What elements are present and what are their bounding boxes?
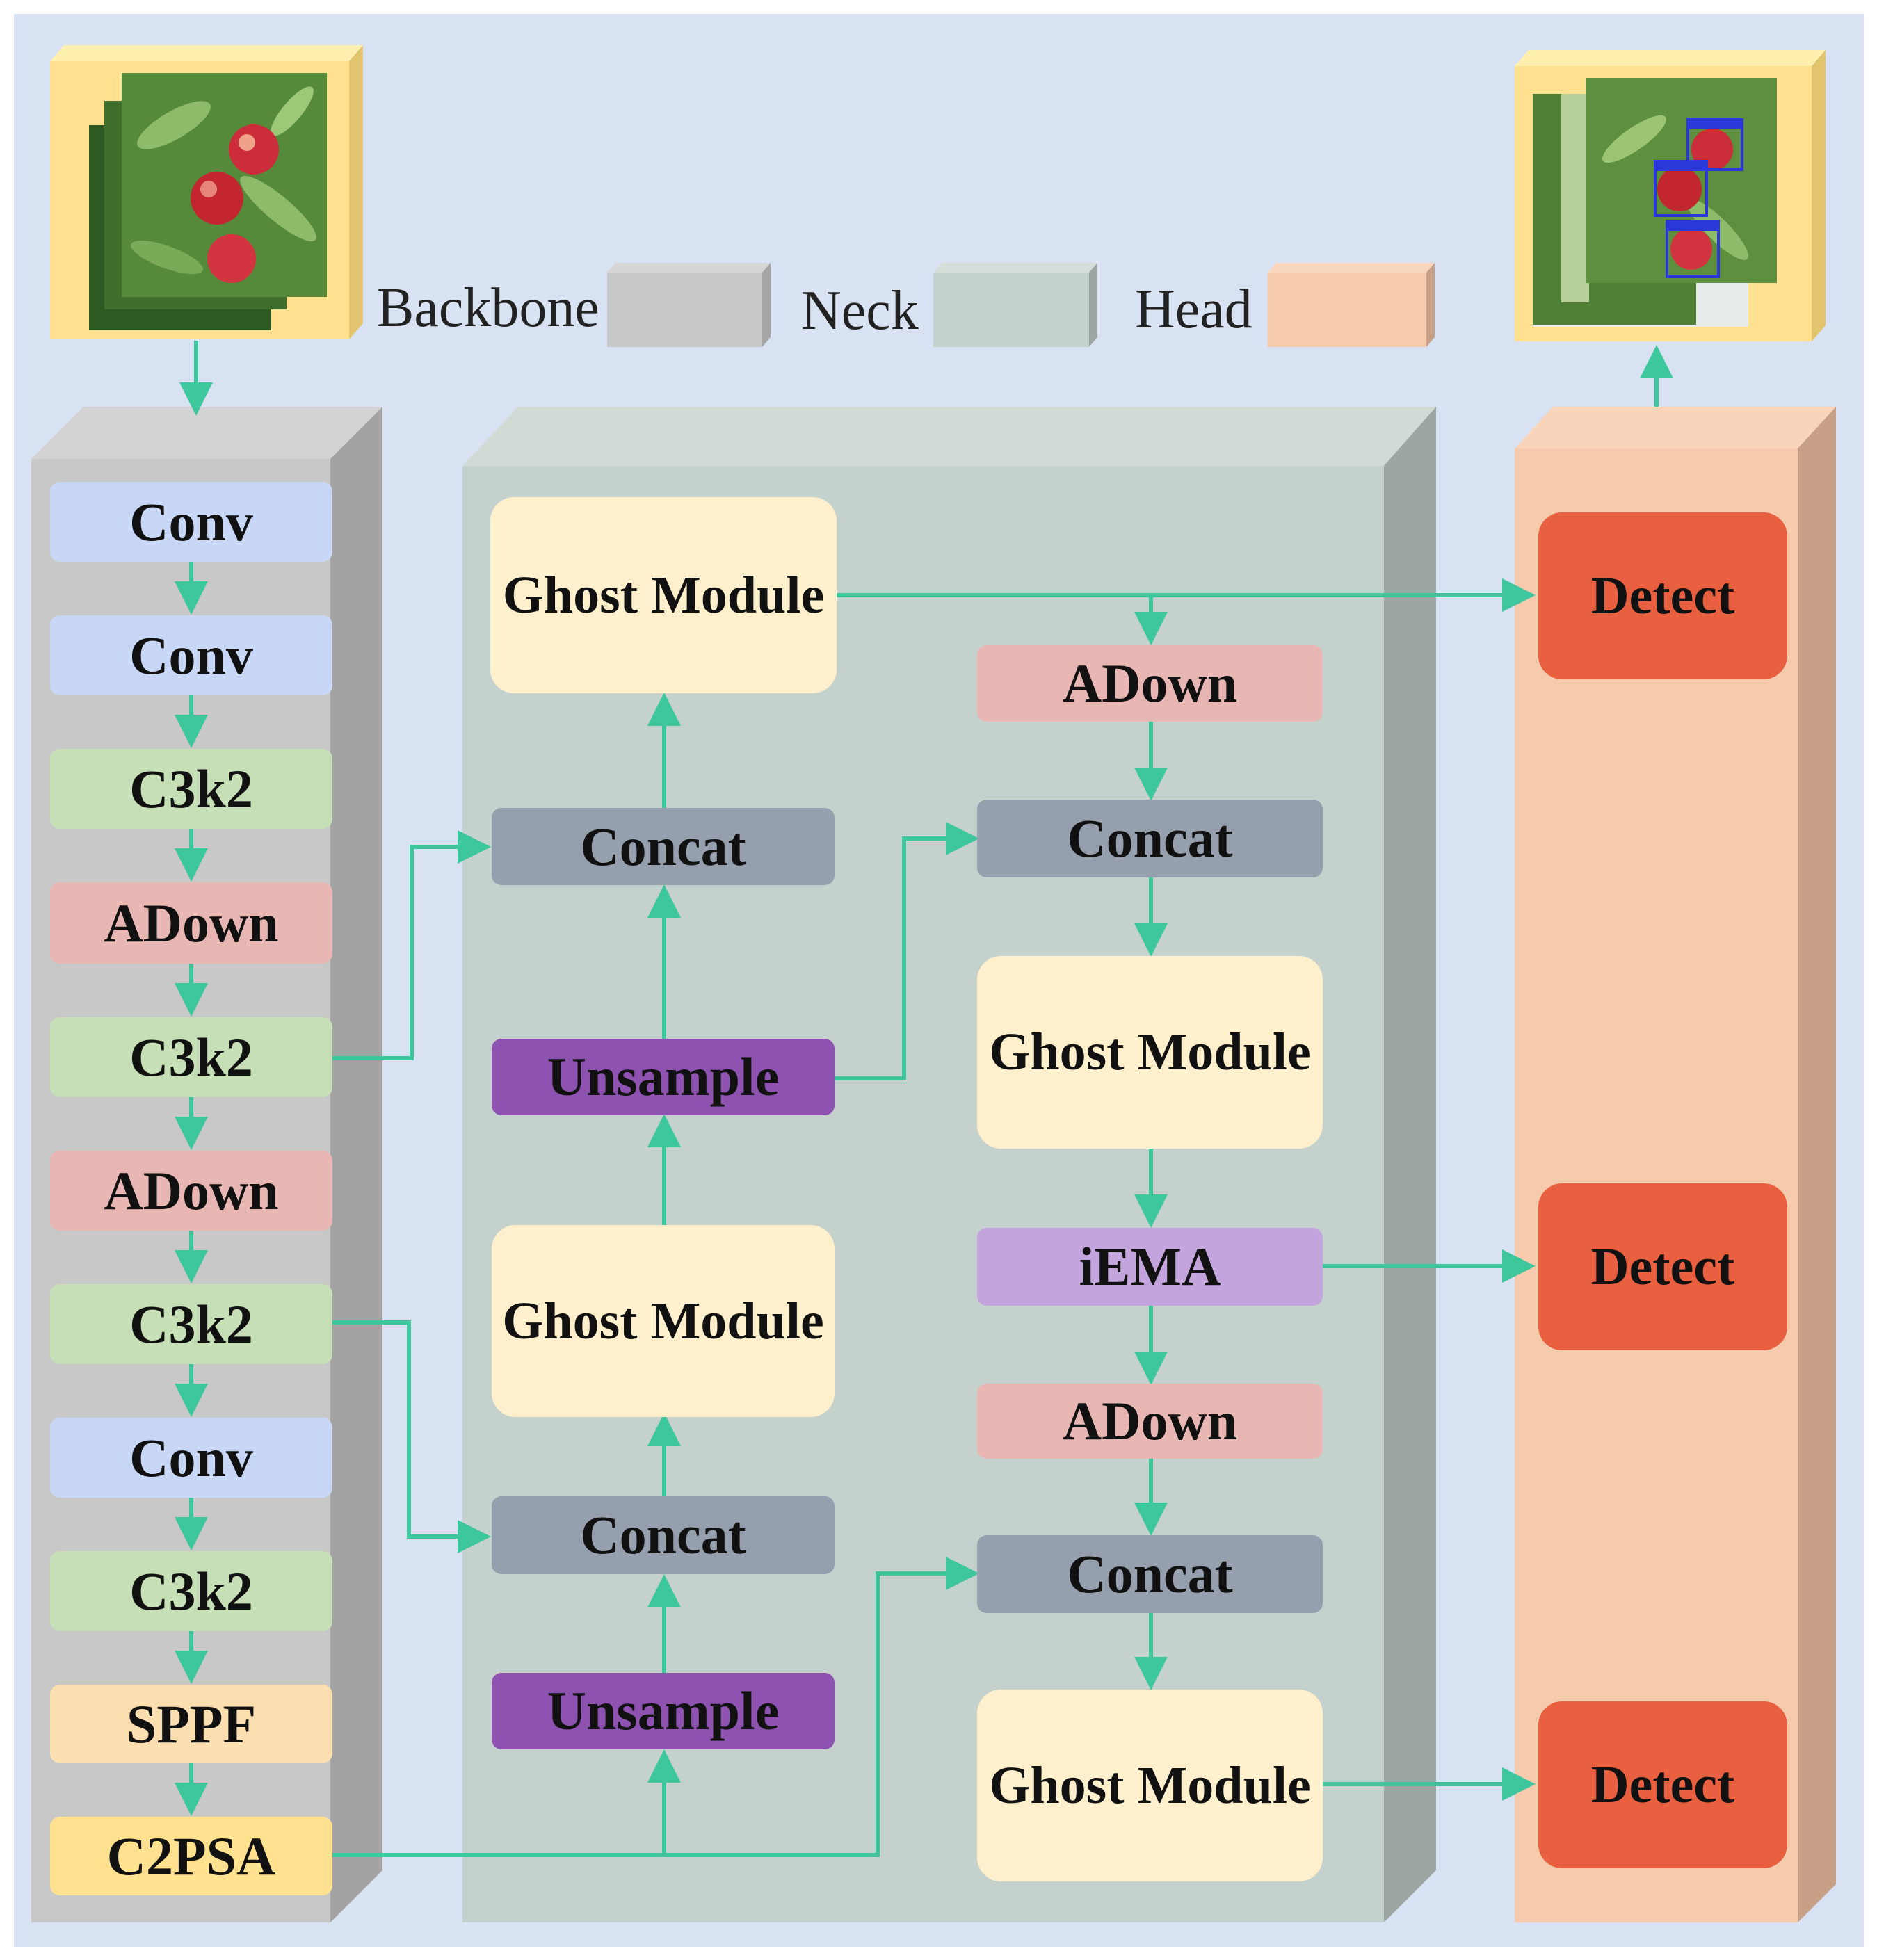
backbone-conv-2: Conv [50, 615, 332, 695]
legend-swatch-neck [933, 263, 1097, 347]
legend-label-head: Head [1135, 279, 1252, 340]
legend-swatch-head [1268, 263, 1435, 347]
neck-ghost-module-top: Ghost Module [490, 497, 837, 693]
arrow-unsample1-to-concat3 [835, 822, 979, 1080]
neck-unsample-2: Unsample [492, 1673, 835, 1749]
head-detect-1: Detect [1538, 512, 1787, 679]
legend-label-neck: Neck [801, 280, 919, 341]
neck-concat-2: Concat [492, 1496, 835, 1574]
backbone-conv-1: Conv [50, 482, 332, 562]
backbone-sppf: SPPF [50, 1685, 332, 1763]
backbone-c3k2-2: C3k2 [50, 1017, 332, 1097]
neck-concat-4: Concat [977, 1535, 1323, 1613]
head-detect-2: Detect [1538, 1183, 1787, 1350]
backbone-c3k2-3: C3k2 [50, 1284, 332, 1364]
input-image [50, 45, 363, 339]
backbone-c3k2-4: C3k2 [50, 1551, 332, 1631]
neck-ghost-module-right-1: Ghost Module [977, 956, 1323, 1149]
backbone-c2psa: C2PSA [50, 1817, 332, 1895]
neck-concat-3: Concat [977, 800, 1323, 877]
backbone-c3k2-1: C3k2 [50, 749, 332, 829]
neck-ghost-module-right-2: Ghost Module [977, 1690, 1323, 1881]
neck-adown-1: ADown [977, 645, 1323, 722]
arrow-c2psa-out [332, 1557, 979, 1857]
neck-unsample-1: Unsample [492, 1039, 835, 1115]
arrow-c3k2-to-concat-2 [332, 1320, 491, 1553]
backbone-conv-3: Conv [50, 1418, 332, 1498]
neck-iema: iEMA [977, 1228, 1323, 1306]
backbone-adown-1: ADown [50, 882, 332, 964]
neck-ghost-module-mid: Ghost Module [492, 1225, 835, 1417]
neck-adown-2: ADown [977, 1384, 1323, 1459]
arrow-c3k2-to-concat-1 [332, 830, 491, 1060]
backbone-adown-2: ADown [50, 1151, 332, 1231]
legend-label-backbone: Backbone [377, 277, 599, 339]
output-image [1515, 50, 1826, 341]
neck-concat-1: Concat [492, 808, 835, 885]
head-detect-3: Detect [1538, 1701, 1787, 1868]
legend-swatch-backbone [607, 263, 771, 347]
